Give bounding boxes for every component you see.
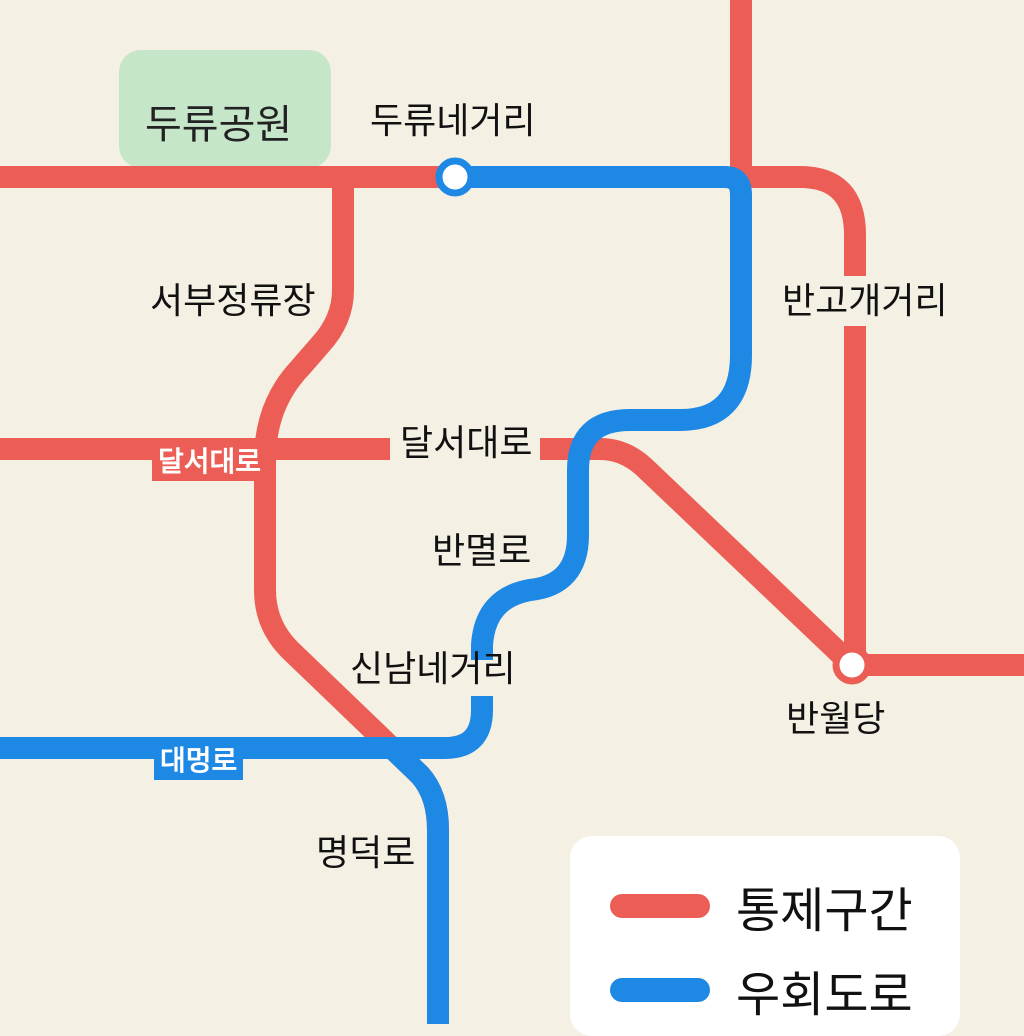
park-label: 두류공원 (145, 102, 293, 148)
legend-label-restricted: 통제구간 (736, 883, 913, 939)
road-tag-dalseo: 달서대로 (152, 443, 268, 481)
map-legend: 통제구간 우회도로 (570, 836, 960, 1036)
legend-item-restricted: 통제구간 (610, 876, 913, 939)
park-area (119, 50, 331, 168)
red-line-top-right-curve (741, 166, 866, 665)
mask-sinnam (470, 660, 494, 696)
legend-item-detour: 우회도로 (610, 960, 913, 1023)
station-label-banmyeol: 반멸로 (432, 531, 532, 572)
mask-dalseo (390, 436, 540, 462)
blue-line-south (384, 740, 449, 1024)
station-label-bango: 반고개거리 (782, 281, 948, 322)
legend-swatch-detour (610, 978, 710, 1002)
station-banwoldang-marker (832, 645, 872, 685)
station-label-seobu: 서부정류장 (150, 281, 316, 322)
station-label-sinnam: 신남네거리 (350, 649, 516, 690)
station-label-dalseo: 달서대로 (400, 423, 533, 464)
station-label-myeongdeok: 명덕로 (316, 833, 416, 874)
station-label-duryu: 두류네거리 (370, 101, 536, 142)
legend-label-detour: 우회도로 (736, 967, 913, 1023)
station-label-banwoldang: 반월당 (786, 699, 886, 740)
legend-swatch-restricted (610, 894, 710, 918)
mask-bango (843, 276, 867, 326)
road-tag-daemyeong: 대멍로 (154, 742, 244, 780)
red-line-dalseo (0, 438, 860, 673)
station-duryu-marker (435, 157, 475, 197)
